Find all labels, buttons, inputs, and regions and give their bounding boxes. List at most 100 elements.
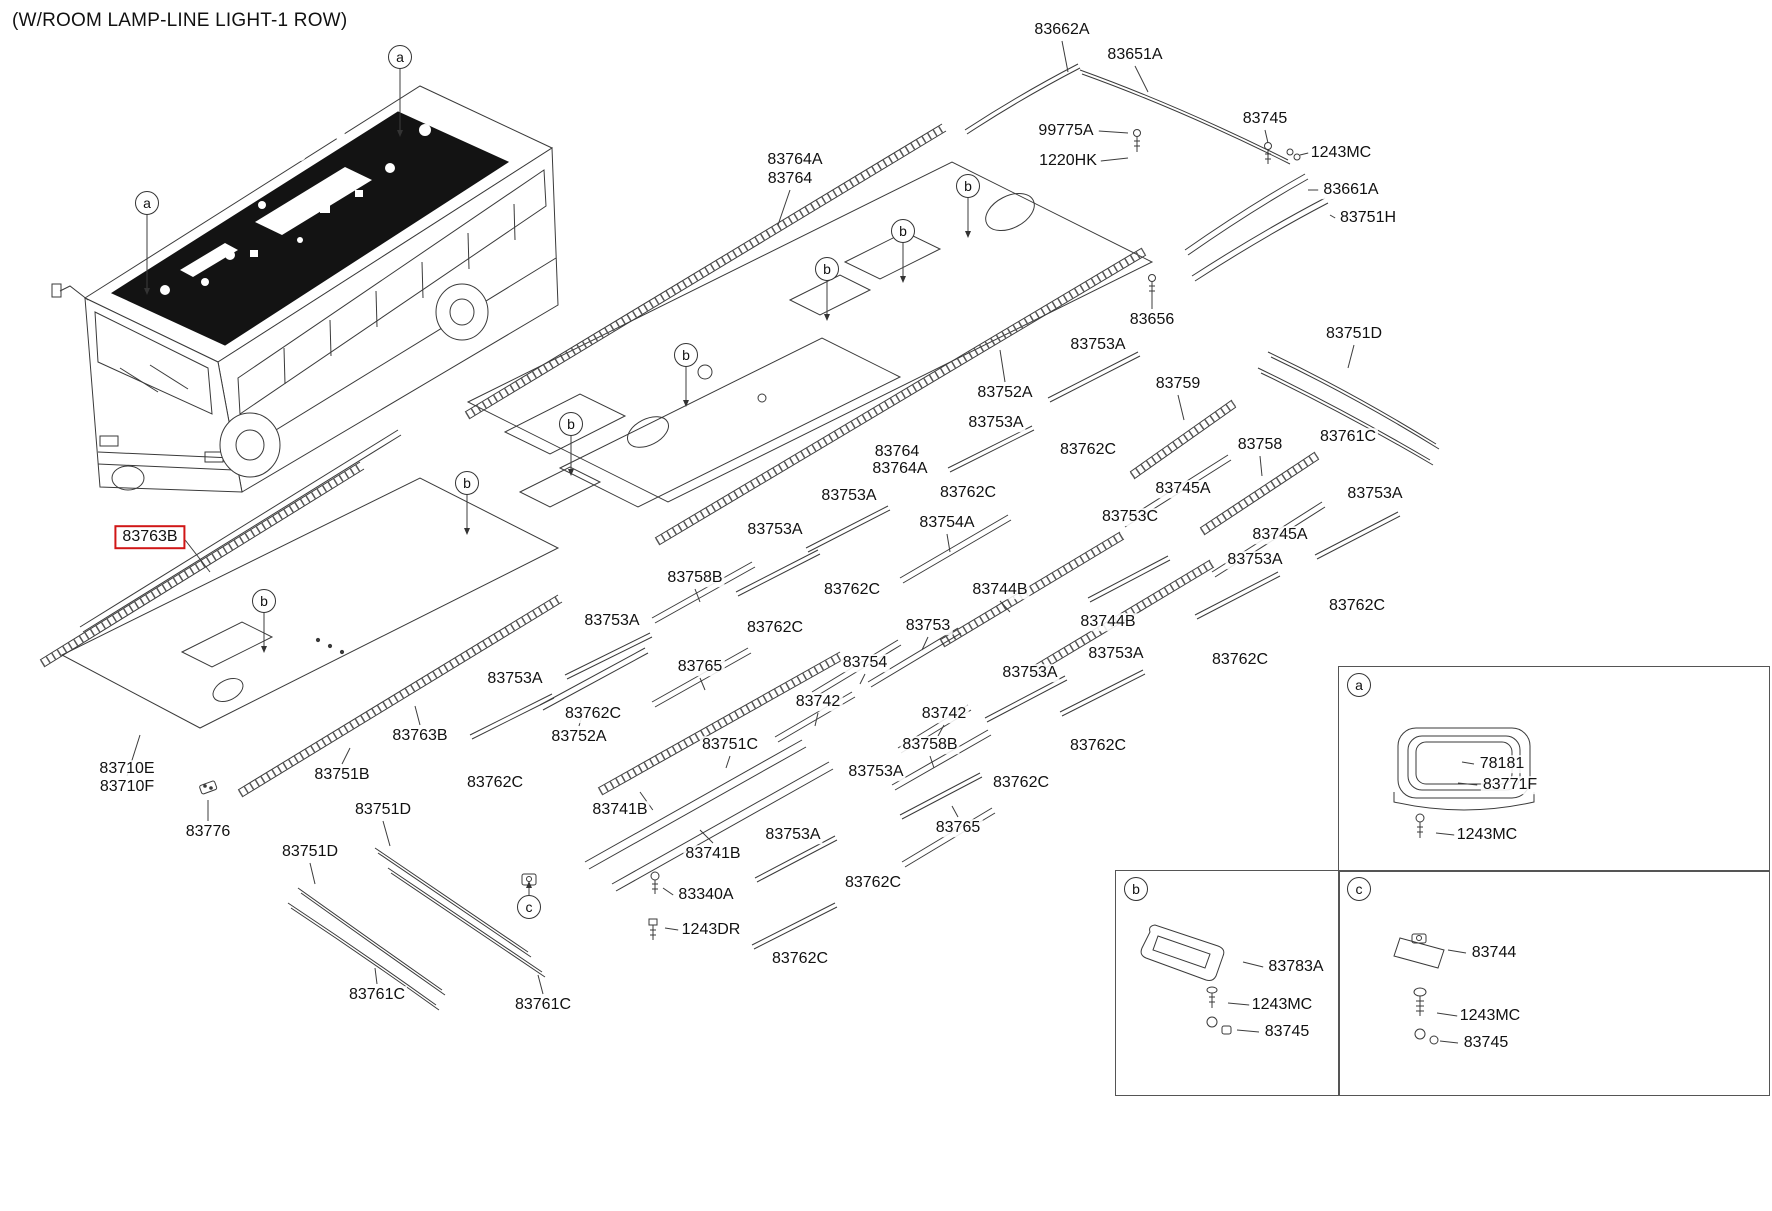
- part-label-83764a[interactable]: 83764A: [870, 460, 930, 478]
- callout-b: b: [891, 219, 915, 243]
- part-label-83762c[interactable]: 83762C: [464, 774, 526, 792]
- part-label-83761c[interactable]: 83761C: [346, 986, 408, 1004]
- part-label-1220hk[interactable]: 1220HK: [1037, 152, 1099, 170]
- part-label-83763b-highlighted[interactable]: 83763B: [114, 525, 186, 549]
- callout-a: a: [135, 191, 159, 215]
- part-label-83783a[interactable]: 83783A: [1266, 958, 1326, 976]
- part-label-83753a[interactable]: 83753A: [966, 414, 1026, 432]
- inset-box-b: b: [1115, 870, 1340, 1096]
- part-label-78181[interactable]: 78181: [1477, 755, 1527, 773]
- part-label-83762c[interactable]: 83762C: [769, 950, 831, 968]
- callout-a: a: [388, 45, 412, 69]
- part-label-83745[interactable]: 83745: [1262, 1023, 1312, 1041]
- part-label-83753a[interactable]: 83753A: [763, 826, 823, 844]
- part-label-83761c[interactable]: 83761C: [1317, 428, 1379, 446]
- part-label-83762c[interactable]: 83762C: [937, 484, 999, 502]
- callout-b: b: [252, 589, 276, 613]
- inset-letter-a: a: [1347, 673, 1371, 697]
- part-label-83758b[interactable]: 83758B: [900, 736, 960, 754]
- part-label-83764[interactable]: 83764: [872, 443, 922, 461]
- part-label-1243mc[interactable]: 1243MC: [1249, 996, 1315, 1014]
- part-label-83762c[interactable]: 83762C: [990, 774, 1052, 792]
- part-label-83753a[interactable]: 83753A: [745, 521, 805, 539]
- part-label-83751h[interactable]: 83751H: [1337, 209, 1399, 227]
- part-label-83762c[interactable]: 83762C: [842, 874, 904, 892]
- part-label-83762c[interactable]: 83762C: [1209, 651, 1271, 669]
- part-label-83753a[interactable]: 83753A: [582, 612, 642, 630]
- part-label-83753a[interactable]: 83753A: [846, 763, 906, 781]
- part-label-83744[interactable]: 83744: [1469, 944, 1519, 962]
- part-label-83762c[interactable]: 83762C: [1057, 441, 1119, 459]
- part-label-83759[interactable]: 83759: [1153, 375, 1203, 393]
- part-label-83753c[interactable]: 83753C: [1099, 508, 1161, 526]
- part-label-83762c[interactable]: 83762C: [821, 581, 883, 599]
- callout-b: b: [815, 257, 839, 281]
- part-label-83744b[interactable]: 83744B: [1078, 613, 1138, 631]
- part-label-83745a[interactable]: 83745A: [1153, 480, 1213, 498]
- part-label-83753a[interactable]: 83753A: [1086, 645, 1146, 663]
- part-label-83340a[interactable]: 83340A: [676, 886, 736, 904]
- part-label-83762c[interactable]: 83762C: [562, 705, 624, 723]
- part-label-83751b[interactable]: 83751B: [312, 766, 372, 784]
- part-label-83752a[interactable]: 83752A: [549, 728, 609, 746]
- part-label-83742[interactable]: 83742: [793, 693, 843, 711]
- part-label-83758[interactable]: 83758: [1235, 436, 1285, 454]
- part-label-83661a[interactable]: 83661A: [1321, 181, 1381, 199]
- part-label-83656[interactable]: 83656: [1127, 311, 1177, 329]
- part-label-83765[interactable]: 83765: [933, 819, 983, 837]
- part-label-83758b[interactable]: 83758B: [665, 569, 725, 587]
- part-label-83751d[interactable]: 83751D: [352, 801, 414, 819]
- part-label-1243dr[interactable]: 1243DR: [679, 921, 743, 939]
- part-label-83710e[interactable]: 83710E: [97, 760, 157, 778]
- part-label-83771f[interactable]: 83771F: [1480, 776, 1540, 794]
- part-label-83753a[interactable]: 83753A: [1225, 551, 1285, 569]
- part-label-83745a[interactable]: 83745A: [1250, 526, 1310, 544]
- part-label-83762c[interactable]: 83762C: [744, 619, 806, 637]
- part-label-83763b[interactable]: 83763B: [390, 727, 450, 745]
- part-label-83651a[interactable]: 83651A: [1105, 46, 1165, 64]
- inset-box-a: a: [1338, 666, 1770, 872]
- inset-box-c: c: [1338, 870, 1770, 1096]
- part-label-83776[interactable]: 83776: [183, 823, 233, 841]
- part-label-83751d[interactable]: 83751D: [1323, 325, 1385, 343]
- part-label-83741b[interactable]: 83741B: [683, 845, 743, 863]
- part-label-83742[interactable]: 83742: [919, 705, 969, 723]
- part-label-83710f[interactable]: 83710F: [97, 778, 157, 796]
- inset-letter-b: b: [1124, 877, 1148, 901]
- part-label-83744b[interactable]: 83744B: [970, 581, 1030, 599]
- callout-b: b: [455, 471, 479, 495]
- part-label-83745[interactable]: 83745: [1240, 110, 1290, 128]
- part-label-83751d[interactable]: 83751D: [279, 843, 341, 861]
- part-label-1243mc[interactable]: 1243MC: [1308, 144, 1374, 162]
- part-label-99775a[interactable]: 99775A: [1036, 122, 1096, 140]
- callout-b: b: [559, 412, 583, 436]
- part-label-83764a[interactable]: 83764A: [765, 151, 825, 169]
- part-label-83765[interactable]: 83765: [675, 658, 725, 676]
- part-label-83753a[interactable]: 83753A: [485, 670, 545, 688]
- part-label-83764[interactable]: 83764: [765, 170, 815, 188]
- part-label-83762c[interactable]: 83762C: [1067, 737, 1129, 755]
- part-label-83662a[interactable]: 83662A: [1032, 21, 1092, 39]
- part-label-83753a[interactable]: 83753A: [1345, 485, 1405, 503]
- part-label-83751c[interactable]: 83751C: [699, 736, 761, 754]
- part-label-83752a[interactable]: 83752A: [975, 384, 1035, 402]
- callout-b: b: [956, 174, 980, 198]
- part-label-83754a[interactable]: 83754A: [917, 514, 977, 532]
- part-label-83745[interactable]: 83745: [1461, 1034, 1511, 1052]
- part-label-1243mc[interactable]: 1243MC: [1454, 826, 1520, 844]
- callout-c: c: [517, 895, 541, 919]
- part-label-83753[interactable]: 83753: [903, 617, 953, 635]
- part-label-83753a[interactable]: 83753A: [1000, 664, 1060, 682]
- part-label-83753a[interactable]: 83753A: [819, 487, 879, 505]
- inset-letter-c: c: [1347, 877, 1371, 901]
- part-label-83741b[interactable]: 83741B: [590, 801, 650, 819]
- part-label-83754[interactable]: 83754: [840, 654, 890, 672]
- part-label-83761c[interactable]: 83761C: [512, 996, 574, 1014]
- part-label-1243mc[interactable]: 1243MC: [1457, 1007, 1523, 1025]
- part-label-83753a[interactable]: 83753A: [1068, 336, 1128, 354]
- part-label-83762c[interactable]: 83762C: [1326, 597, 1388, 615]
